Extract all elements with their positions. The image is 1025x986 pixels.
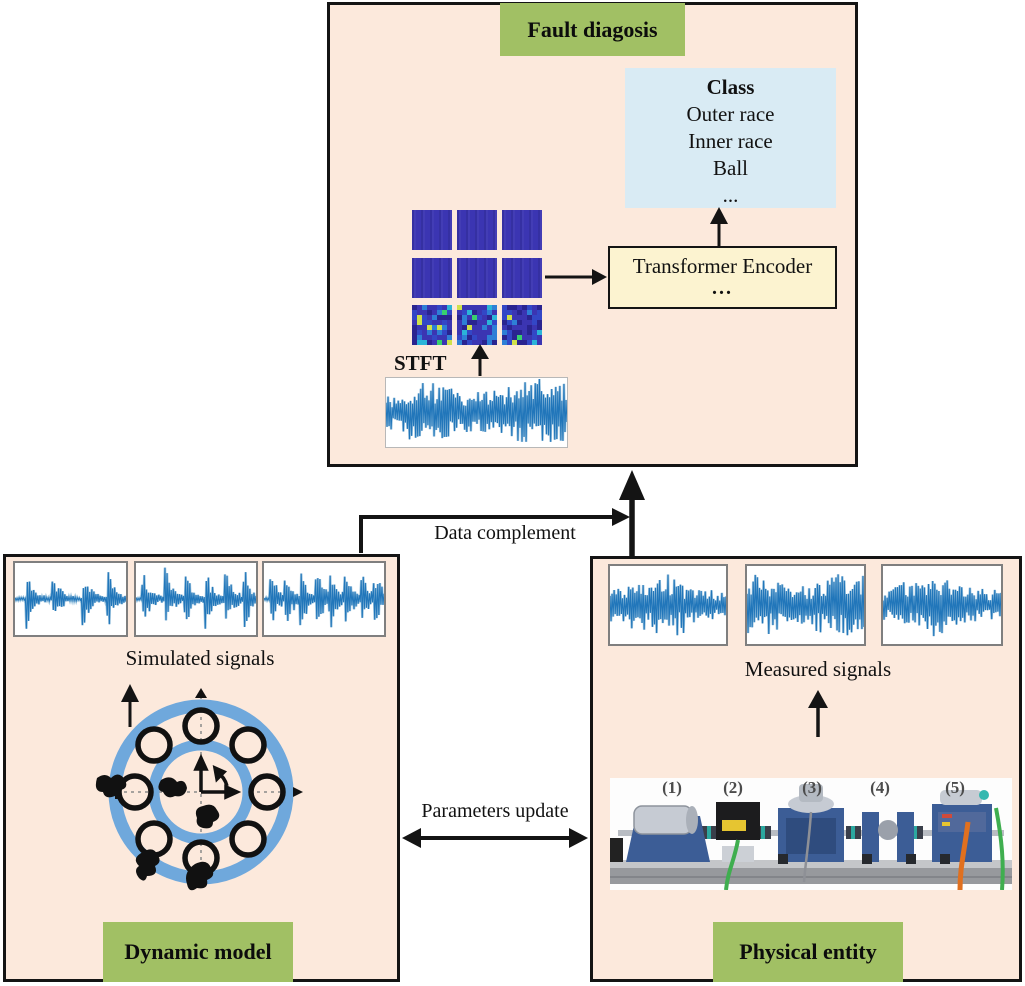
data-complement-arrowhead-icon: [612, 508, 630, 526]
parameters-update-label: Parameters update: [421, 800, 569, 822]
bearing-balls: [116, 707, 286, 877]
rig-label-2: (2): [723, 778, 743, 797]
spectrogram-patch-noisy: [502, 305, 542, 345]
parameters-update-left-arrowhead-icon: [402, 828, 421, 848]
class-item-ellipsis: ...: [722, 183, 739, 207]
spectrogram-patch: [412, 258, 452, 298]
test-rig-photo: (1) (2) (3) (4) (5): [610, 778, 1012, 891]
measured-signal-plot-2: [745, 564, 866, 646]
center-axes-icon: [193, 753, 242, 800]
physical-entity-title: Physical entity: [713, 922, 903, 982]
measured-to-diagnosis-arrowhead-icon: [619, 470, 645, 500]
simulated-signal-plot-3: [262, 561, 386, 637]
class-output-box: Class Outer race Inner race Ball ...: [625, 68, 836, 208]
bearing-inner-race-ring: [148, 739, 254, 845]
transformer-encoder-box: Transformer Encoder ...: [608, 246, 837, 309]
measured-signal-plot-3: [881, 564, 1003, 646]
parameters-update-right-arrowhead-icon: [569, 828, 588, 848]
simulated-signals-label: Simulated signals: [125, 646, 275, 670]
small-top-arrow-icon: [195, 688, 207, 698]
data-complement-label: Data complement: [434, 522, 576, 544]
measured-signals-label: Measured signals: [744, 657, 892, 681]
spectrogram-patch: [457, 210, 497, 250]
simulated-signal-plot-1: [13, 561, 128, 637]
class-item-inner-race: Inner race: [688, 129, 773, 153]
test-rig-illustration: [610, 778, 1012, 891]
rig-label-5: (5): [945, 778, 965, 797]
spectrogram-patch: [502, 210, 542, 250]
rig-label-3: (3): [802, 778, 822, 797]
class-item-outer-race: Outer race: [686, 102, 775, 126]
rig-label-4: (4): [870, 778, 890, 797]
transformer-ellipsis: ...: [712, 277, 733, 299]
transformer-encoder-label: Transformer Encoder: [632, 254, 813, 278]
parameter-symbol-glyphs: [95, 774, 220, 891]
dynamic-model-title: Dynamic model: [103, 922, 293, 982]
spectrogram-patch: [502, 258, 542, 298]
spectrogram-patch-noisy: [457, 305, 497, 345]
spectrogram-patch: [412, 210, 452, 250]
fault-diagnosis-title: Fault diagosis: [500, 3, 685, 56]
small-right-arrow-icon: [293, 787, 303, 797]
bearing-dynamic-model-diagram: [95, 688, 303, 891]
simulated-signal-plot-2: [134, 561, 258, 637]
class-title: Class: [706, 75, 755, 99]
spectrogram-patch-noisy: [412, 305, 452, 345]
measured-signal-plot-1: [608, 564, 728, 646]
spectrogram-patch: [457, 258, 497, 298]
stft-label: STFT: [394, 351, 447, 375]
class-item-ball: Ball: [713, 156, 748, 180]
rig-label-1: (1): [662, 778, 682, 797]
stft-input-signal-image: [385, 377, 568, 448]
